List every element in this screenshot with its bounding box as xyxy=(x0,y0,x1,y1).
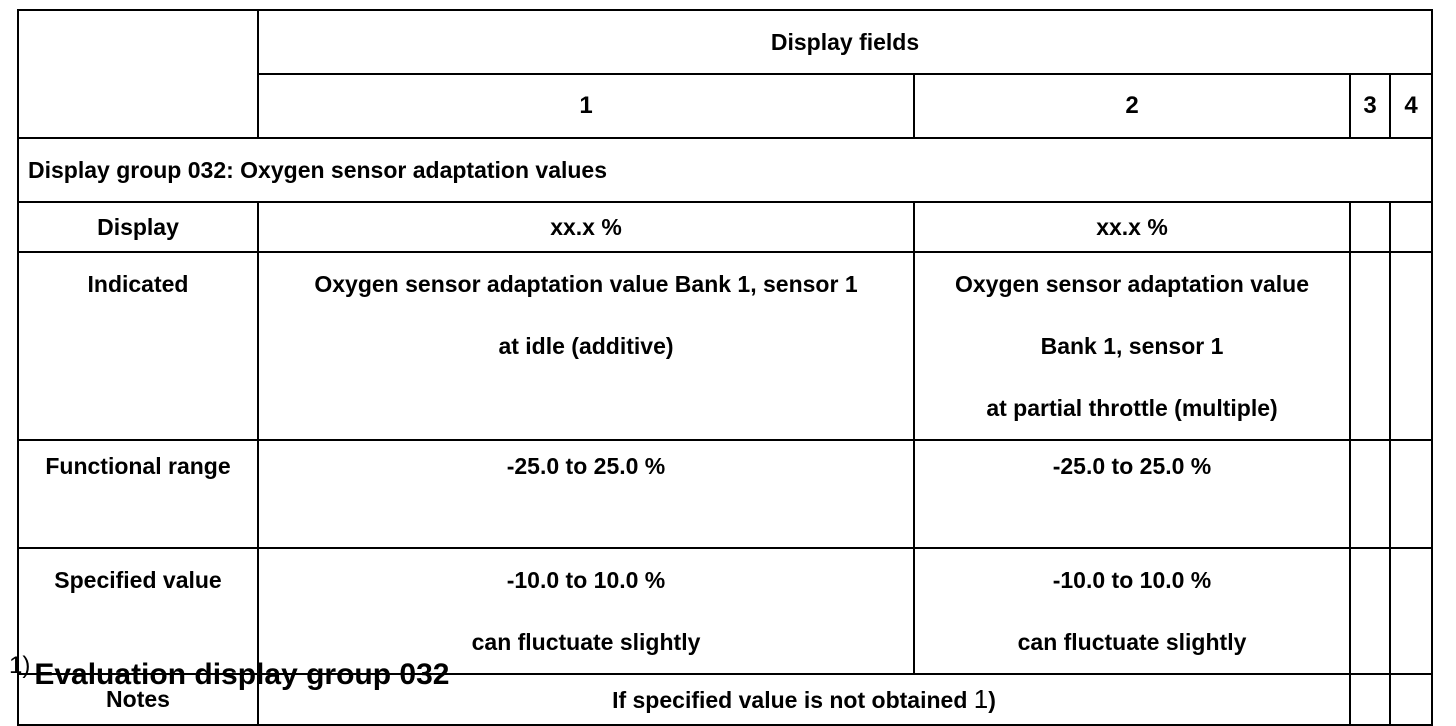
table-row-specified-value: Specified value -10.0 to 10.0 % can fluc… xyxy=(17,547,1434,675)
functional-range-field-1: -25.0 to 25.0 % xyxy=(257,439,915,549)
indicated-field-1-line-1: Oxygen sensor adaptation value Bank 1, s… xyxy=(314,271,858,297)
table-row-indicated: Indicated Oxygen sensor adaptation value… xyxy=(17,251,1434,441)
functional-range-field-4 xyxy=(1388,439,1434,549)
indicated-field-2-line-3: at partial throttle (multiple) xyxy=(986,395,1278,421)
specified-value-field-1-line-1: -10.0 to 10.0 % xyxy=(506,567,666,593)
display-fields-header: Display fields xyxy=(256,9,1434,75)
display-field-3 xyxy=(1349,201,1391,253)
column-header-4: 4 xyxy=(1388,73,1434,139)
row-label-indicated: Indicated xyxy=(17,251,259,441)
row-label-notes: Notes xyxy=(17,673,259,726)
indicated-field-1-line-2: at idle (additive) xyxy=(498,333,674,359)
notes-footnote-ref: 1 xyxy=(973,684,989,714)
indicated-field-2-line-2: Bank 1, sensor 1 xyxy=(1040,333,1224,359)
notes-footnote-paren: ) xyxy=(988,687,996,713)
table-row-display: Display xx.x % xx.x % xyxy=(17,201,1434,253)
indicated-field-4 xyxy=(1388,251,1434,441)
measured-value-table: Display fields 1 2 3 4 Display group 032… xyxy=(16,9,1434,726)
specified-value-field-1-line-2: can fluctuate slightly xyxy=(471,629,701,655)
specified-value-field-4 xyxy=(1388,547,1434,675)
specified-value-field-2: -10.0 to 10.0 % can fluctuate slightly xyxy=(913,547,1351,675)
row-label-specified-value: Specified value xyxy=(17,547,259,675)
notes-text: If specified value is not obtained xyxy=(612,687,968,713)
specified-value-field-3 xyxy=(1349,547,1391,675)
indicated-field-1: Oxygen sensor adaptation value Bank 1, s… xyxy=(257,251,915,441)
functional-range-field-2: -25.0 to 25.0 % xyxy=(913,439,1351,549)
specified-value-field-2-line-1: -10.0 to 10.0 % xyxy=(1052,567,1212,593)
display-field-4 xyxy=(1388,201,1434,253)
indicated-field-2-line-1: Oxygen sensor adaptation value xyxy=(954,271,1310,297)
indicated-field-2: Oxygen sensor adaptation value Bank 1, s… xyxy=(913,251,1351,441)
specified-value-field-1: -10.0 to 10.0 % can fluctuate slightly xyxy=(257,547,915,675)
row-label-functional-range: Functional range xyxy=(17,439,259,549)
display-field-1: xx.x % xyxy=(257,201,915,253)
display-field-2: xx.x % xyxy=(913,201,1351,253)
column-header-1: 1 xyxy=(257,73,915,139)
footnote: 1)Evaluation display group 032 xyxy=(9,650,449,691)
footnote-mark: 1) xyxy=(9,652,31,679)
column-header-3: 3 xyxy=(1349,73,1391,139)
table-row-functional-range: Functional range -25.0 to 25.0 % -25.0 t… xyxy=(17,439,1434,549)
notes-field-3 xyxy=(1349,673,1391,726)
footnote-text: Evaluation display group 032 xyxy=(34,658,450,691)
functional-range-field-3 xyxy=(1349,439,1391,549)
notes-field-4 xyxy=(1388,673,1434,726)
row-label-display: Display xyxy=(17,201,259,253)
specified-value-field-2-line-2: can fluctuate slightly xyxy=(1017,629,1247,655)
column-header-2: 2 xyxy=(913,73,1351,139)
group-title: Display group 032: Oxygen sensor adaptat… xyxy=(16,137,1434,203)
indicated-field-3 xyxy=(1349,251,1391,441)
header-blank-cell xyxy=(17,9,259,139)
